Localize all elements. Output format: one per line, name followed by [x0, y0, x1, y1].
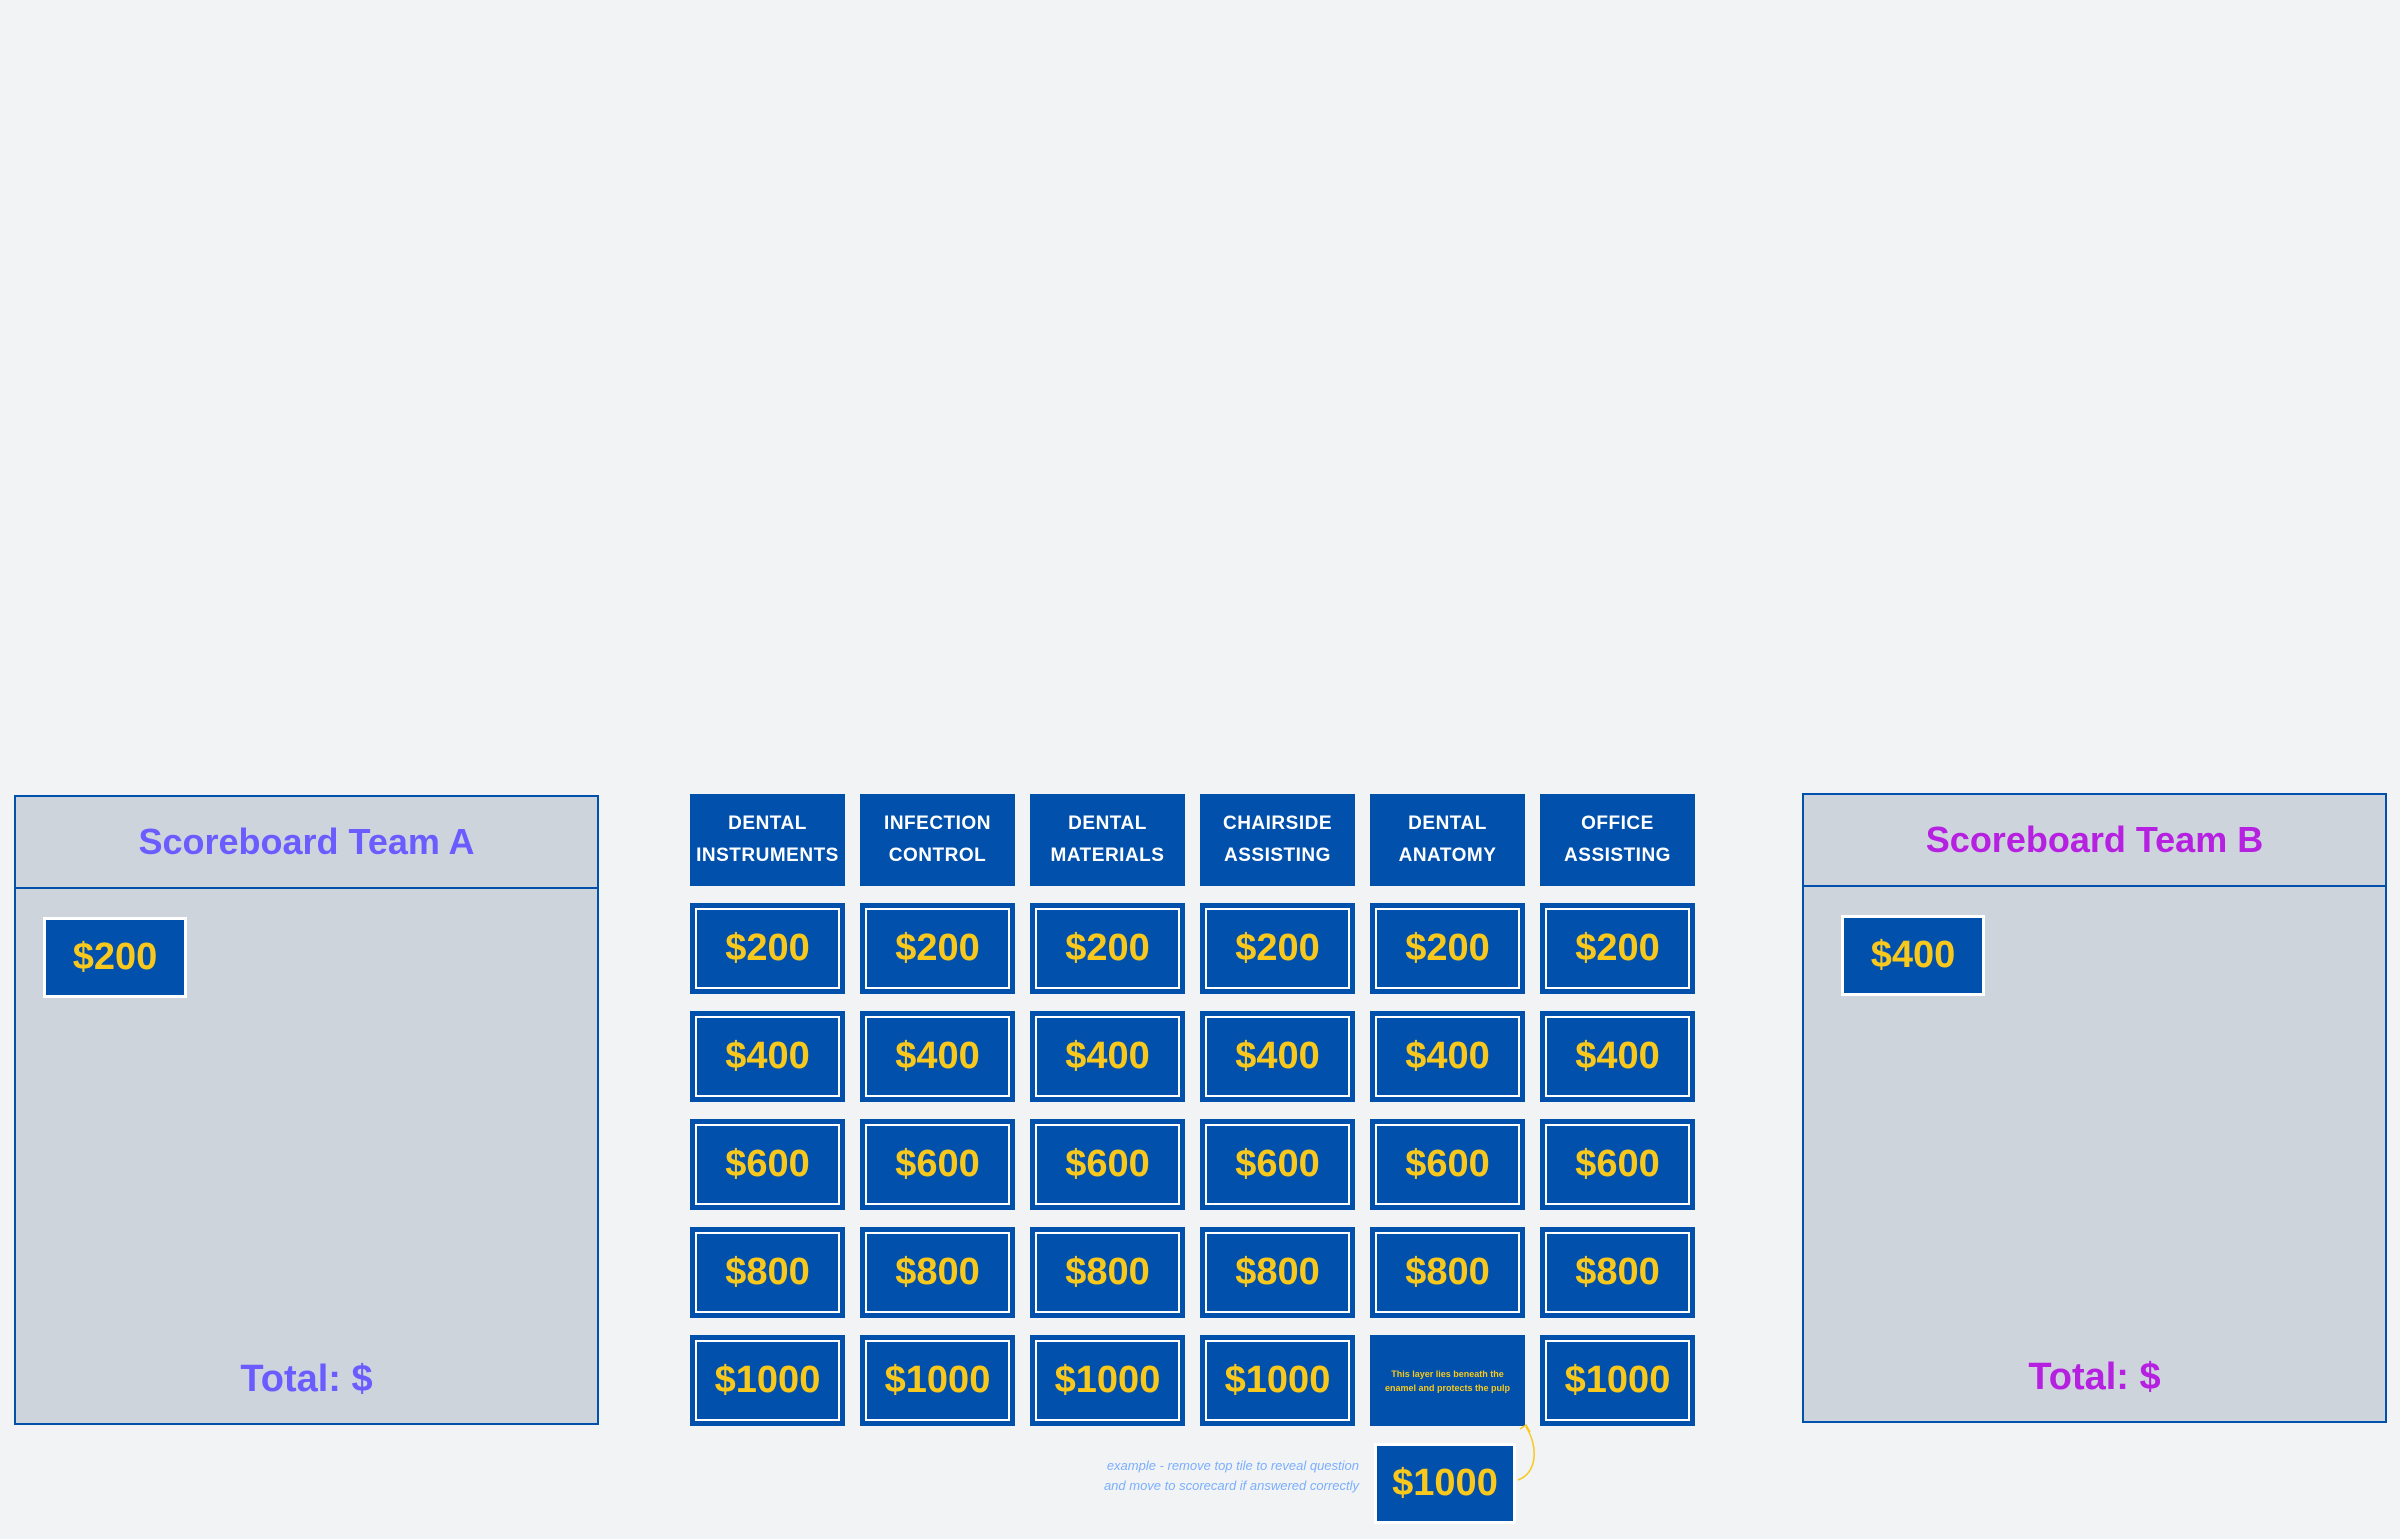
tile-value: $600: [695, 1124, 840, 1205]
scoreboard-team-a: Scoreboard Team A $200 Total: $: [14, 795, 599, 1425]
tile-value: $200: [1545, 908, 1690, 989]
value-tile[interactable]: $200: [860, 903, 1015, 994]
value-tile[interactable]: $400: [690, 1011, 845, 1102]
value-tile[interactable]: $600: [1030, 1119, 1185, 1210]
value-tile[interactable]: $1000: [860, 1335, 1015, 1426]
tile-value: $600: [1205, 1124, 1350, 1205]
value-tile[interactable]: $800: [860, 1227, 1015, 1318]
value-tile[interactable]: $1000: [1540, 1335, 1695, 1426]
tile-value: $1000: [695, 1340, 840, 1421]
category-line: DENTAL: [1408, 813, 1487, 834]
tile-value: $1000: [1035, 1340, 1180, 1421]
tile-value: $400: [1035, 1016, 1180, 1097]
team-total: Total: $: [240, 1358, 373, 1400]
score-tile[interactable]: $400: [1841, 915, 1985, 996]
value-tile[interactable]: $800: [1370, 1227, 1525, 1318]
category-line: ASSISTING: [1564, 845, 1671, 866]
tile-value: $400: [695, 1016, 840, 1097]
tile-value: $800: [1205, 1232, 1350, 1313]
scoreboard-title: Scoreboard Team B: [1804, 795, 2385, 887]
category-header: DENTAL MATERIALS: [1030, 794, 1185, 886]
value-tile[interactable]: $800: [690, 1227, 845, 1318]
value-tile[interactable]: $800: [1540, 1227, 1695, 1318]
value-tile[interactable]: $400: [1370, 1011, 1525, 1102]
category-line: CONTROL: [888, 845, 987, 866]
value-tile[interactable]: $200: [1540, 903, 1695, 994]
value-tile[interactable]: $600: [1540, 1119, 1695, 1210]
tile-value: $1000: [865, 1340, 1010, 1421]
tile-value: $800: [1375, 1232, 1520, 1313]
tile-value: $600: [865, 1124, 1010, 1205]
value-tile[interactable]: $600: [860, 1119, 1015, 1210]
value-tile[interactable]: $1000: [1200, 1335, 1355, 1426]
category-line: INFECTION: [884, 813, 991, 834]
value-tile[interactable]: $800: [1030, 1227, 1185, 1318]
value-tile[interactable]: $1000: [690, 1335, 845, 1426]
tile-value: $400: [1375, 1016, 1520, 1097]
tile-value: $200: [1035, 908, 1180, 989]
tile-value: $400: [1545, 1016, 1690, 1097]
tile-value: $200: [1205, 908, 1350, 989]
value-tile[interactable]: $200: [1200, 903, 1355, 994]
value-tile[interactable]: $1000: [1030, 1335, 1185, 1426]
tile-value: $600: [1035, 1124, 1180, 1205]
scoreboard-team-b: Scoreboard Team B $400 Total: $: [1802, 793, 2387, 1423]
tile-value: $1000: [1545, 1340, 1690, 1421]
revealed-clue: This layer lies beneath the enamel and p…: [1370, 1335, 1525, 1426]
value-tile[interactable]: $200: [690, 903, 845, 994]
example-note: example - remove top tile to reveal ques…: [1103, 1458, 1359, 1493]
category-line: ASSISTING: [1224, 845, 1331, 866]
value-tile[interactable]: $200: [1370, 903, 1525, 994]
tile-value: $800: [695, 1232, 840, 1313]
tile-value: $800: [865, 1232, 1010, 1313]
value-tile[interactable]: $400: [1030, 1011, 1185, 1102]
category-header: OFFICE ASSISTING: [1540, 794, 1695, 886]
team-total: Total: $: [2028, 1356, 2161, 1398]
value-tile[interactable]: $600: [690, 1119, 845, 1210]
tile-value: $600: [1375, 1124, 1520, 1205]
category-header: CHAIRSIDE ASSISTING: [1200, 794, 1355, 886]
tile-value: $200: [695, 908, 840, 989]
category-line: CHAIRSIDE: [1222, 813, 1332, 834]
connector-arrow-icon: [1517, 1423, 1535, 1481]
category-line: ANATOMY: [1398, 845, 1497, 866]
category-line: INSTRUMENTS: [696, 845, 839, 866]
category-header: DENTAL INSTRUMENTS: [690, 794, 845, 886]
category-line: DENTAL: [1068, 813, 1147, 834]
value-tile[interactable]: $400: [1540, 1011, 1695, 1102]
category-line: OFFICE: [1581, 813, 1654, 834]
tile-value: $400: [1205, 1016, 1350, 1097]
tile-value: $600: [1545, 1124, 1690, 1205]
category-line: MATERIALS: [1050, 845, 1165, 866]
value-tile[interactable]: $600: [1200, 1119, 1355, 1210]
category-header: INFECTION CONTROL: [860, 794, 1015, 886]
value-tile[interactable]: $400: [860, 1011, 1015, 1102]
example-value-tile[interactable]: $1000: [1374, 1443, 1516, 1524]
scoreboard-title: Scoreboard Team A: [16, 797, 597, 889]
value-tile[interactable]: $600: [1370, 1119, 1525, 1210]
value-tile[interactable]: $800: [1200, 1227, 1355, 1318]
value-tile[interactable]: $400: [1200, 1011, 1355, 1102]
tile-value: $800: [1545, 1232, 1690, 1313]
value-tile[interactable]: $200: [1030, 903, 1185, 994]
score-tile[interactable]: $200: [43, 917, 187, 998]
tile-value: $200: [865, 908, 1010, 989]
tile-value: $400: [865, 1016, 1010, 1097]
tile-value: $1000: [1205, 1340, 1350, 1421]
tile-value: $200: [1375, 908, 1520, 989]
tile-value: $800: [1035, 1232, 1180, 1313]
category-header: DENTAL ANATOMY: [1370, 794, 1525, 886]
category-line: DENTAL: [728, 813, 807, 834]
